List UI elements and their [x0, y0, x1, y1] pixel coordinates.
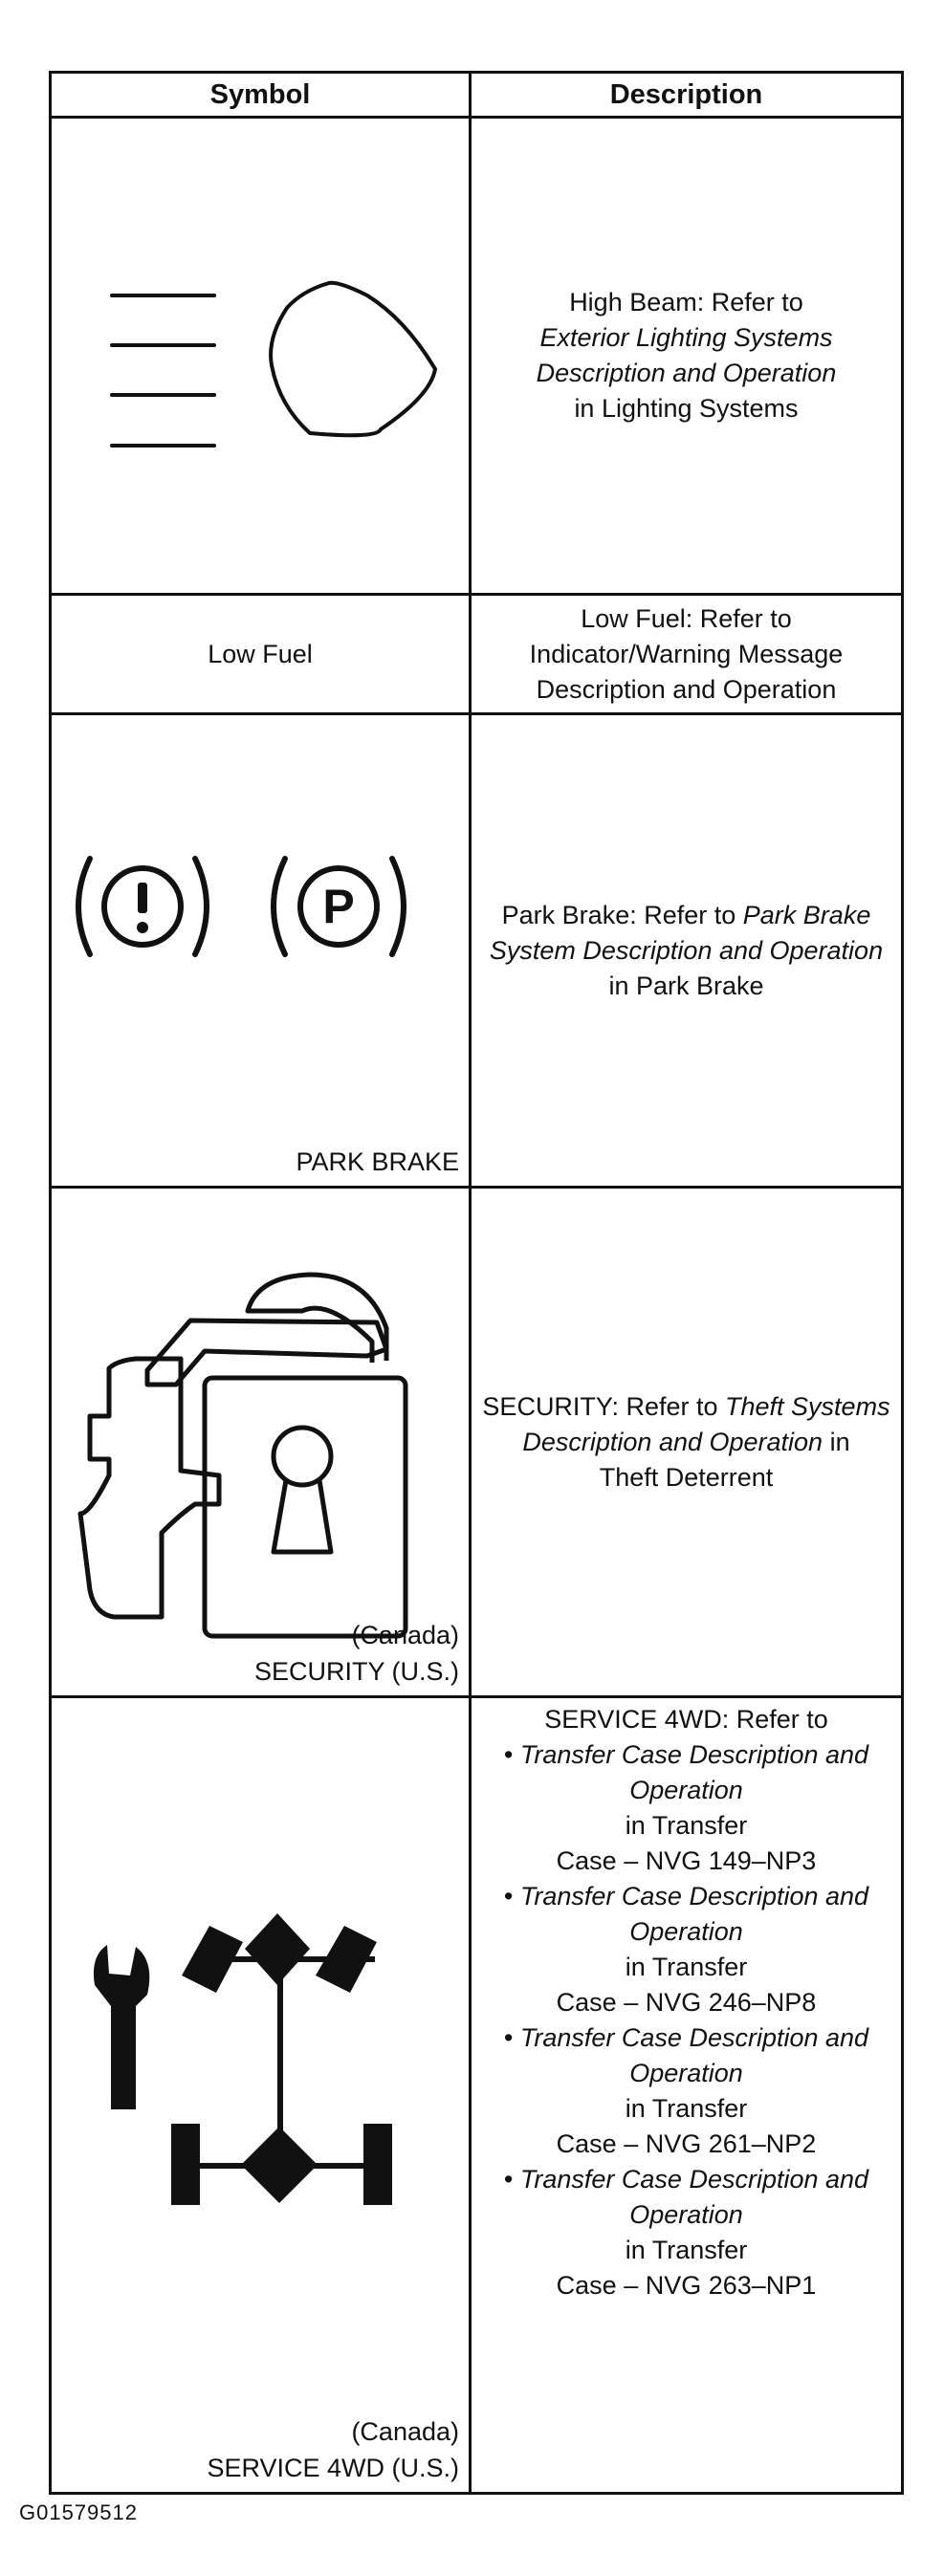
- high-beam-desc-ref: Exterior Lighting Systems Description an…: [536, 323, 837, 387]
- service-4wd-description-cell: SERVICE 4WD: Refer to • Transfer Case De…: [469, 1695, 904, 2495]
- high-beam-description-cell: High Beam: Refer to Exterior Lighting Sy…: [469, 116, 904, 596]
- security-lock-icon: [77, 1272, 408, 1639]
- security-caption-us: SECURITY (U.S.): [253, 1657, 459, 1686]
- security-caption-canada: (Canada): [351, 1621, 459, 1649]
- bullet-icon: •: [503, 2165, 514, 2194]
- park-brake-desc-tail: in Park Brake: [608, 971, 764, 1000]
- table-row-service-4wd: (Canada) SERVICE 4WD (U.S.) SERVICE 4WD:…: [49, 1695, 904, 2495]
- service-4wd-case: Case – NVG 261–NP2: [556, 2129, 817, 2158]
- security-desc-tail: Theft Deterrent: [599, 1462, 774, 1492]
- service-4wd-tail: in Transfer: [625, 1811, 748, 1840]
- service-4wd-case: Case – NVG 149–NP3: [556, 1846, 817, 1875]
- security-desc-mid: in: [829, 1427, 850, 1456]
- park-brake-description-cell: Park Brake: Refer to Park Brake System D…: [469, 712, 904, 1189]
- security-desc-ref: Theft Systems Description and Operation: [522, 1391, 890, 1456]
- service-4wd-ref: Transfer Case Description and Operation: [519, 2023, 869, 2087]
- security-caption: (Canada) SECURITY (U.S.): [254, 1617, 459, 1690]
- high-beam-desc-tail: in Lighting Systems: [574, 394, 799, 423]
- high-beam-icon: [110, 280, 438, 448]
- park-brake-desc-lead: Park Brake: Refer to: [501, 900, 736, 929]
- service-4wd-tail: in Transfer: [625, 2236, 748, 2264]
- low-fuel-description-cell: Low Fuel: Refer to Indicator/Warning Mes…: [469, 593, 904, 715]
- list-item: • Transfer Case Description and Operatio…: [481, 1737, 891, 1879]
- park-brake-caption: PARK BRAKE: [296, 1147, 459, 1176]
- service-4wd-caption-canada: (Canada): [351, 2417, 459, 2446]
- table-row-security: (Canada) SECURITY (U.S.) SECURITY: Refer…: [49, 1186, 904, 1698]
- security-symbol-cell: (Canada) SECURITY (U.S.): [49, 1186, 472, 1698]
- list-item: • Transfer Case Description and Operatio…: [481, 1879, 891, 2020]
- service-4wd-tail: in Transfer: [625, 1953, 748, 1981]
- service-4wd-ref: Transfer Case Description and Operation: [519, 2165, 869, 2229]
- service-4wd-case: Case – NVG 263–NP1: [556, 2271, 817, 2300]
- security-desc-lead: SECURITY: Refer to: [482, 1391, 718, 1421]
- bullet-icon: •: [503, 1882, 514, 1910]
- figure-id: G01579512: [19, 2500, 138, 2524]
- high-beam-symbol-cell: [49, 116, 472, 596]
- service-4wd-tail: in Transfer: [625, 2094, 748, 2123]
- header-row: Symbol Description: [49, 71, 904, 119]
- svg-text:P: P: [322, 880, 354, 933]
- list-item: • Transfer Case Description and Operatio…: [481, 2020, 891, 2162]
- high-beam-desc-lead: High Beam: Refer to: [569, 288, 803, 317]
- bullet-icon: •: [503, 2023, 514, 2052]
- service-4wd-symbol-cell: (Canada) SERVICE 4WD (U.S.): [49, 1695, 472, 2495]
- table-row-park-brake: P PARK BRAKE Park Brake: Refer to Park B…: [49, 712, 904, 1189]
- bullet-icon: •: [503, 1740, 514, 1769]
- service-4wd-case: Case – NVG 246–NP8: [556, 1988, 817, 2017]
- service-4wd-desc-lead: SERVICE 4WD: Refer to: [544, 1705, 828, 1734]
- park-brake-symbol-cell: P PARK BRAKE: [49, 712, 472, 1189]
- service-4wd-icon: [93, 1913, 392, 2205]
- table-row-high-beam: High Beam: Refer to Exterior Lighting Sy…: [49, 116, 904, 596]
- service-4wd-caption-us: SERVICE 4WD (U.S.): [207, 2454, 459, 2482]
- low-fuel-symbol-cell: Low Fuel: [49, 593, 472, 715]
- service-4wd-caption: (Canada) SERVICE 4WD (U.S.): [207, 2413, 459, 2486]
- table-row-low-fuel: Low Fuel Low Fuel: Refer to Indicator/Wa…: [49, 593, 904, 715]
- security-description-cell: SECURITY: Refer to Theft Systems Descrip…: [469, 1186, 904, 1698]
- park-brake-desc-ref: Park Brake System Description and Operat…: [489, 900, 884, 965]
- list-item: • Transfer Case Description and Operatio…: [481, 2162, 891, 2303]
- service-4wd-ref: Transfer Case Description and Operation: [519, 1882, 869, 1946]
- low-fuel-symbol-text: Low Fuel: [208, 639, 313, 668]
- park-brake-icon: P: [76, 856, 406, 957]
- description-column-header: Description: [469, 71, 904, 119]
- symbol-column-header: Symbol: [49, 71, 472, 119]
- symbol-description-table: Symbol Description High Beam: Refer to E…: [49, 71, 904, 2495]
- low-fuel-description: Low Fuel: Refer to Indicator/Warning Mes…: [529, 603, 844, 704]
- service-4wd-ref: Transfer Case Description and Operation: [519, 1740, 869, 1804]
